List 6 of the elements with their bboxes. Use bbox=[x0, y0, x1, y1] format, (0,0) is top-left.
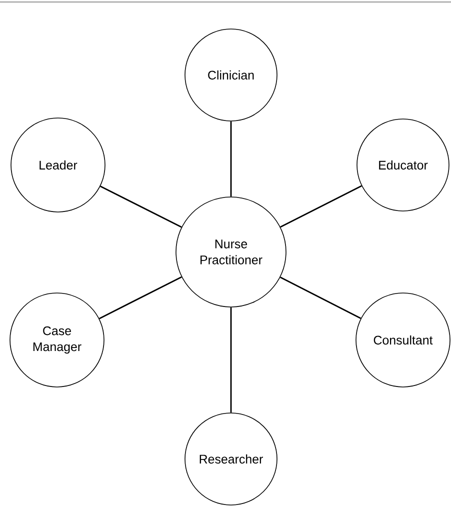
connector-line bbox=[280, 185, 362, 228]
connector-line bbox=[230, 121, 232, 197]
connector-line bbox=[100, 186, 182, 228]
connector-line bbox=[280, 276, 362, 320]
connector-line bbox=[98, 276, 182, 320]
connector-line bbox=[230, 307, 232, 413]
